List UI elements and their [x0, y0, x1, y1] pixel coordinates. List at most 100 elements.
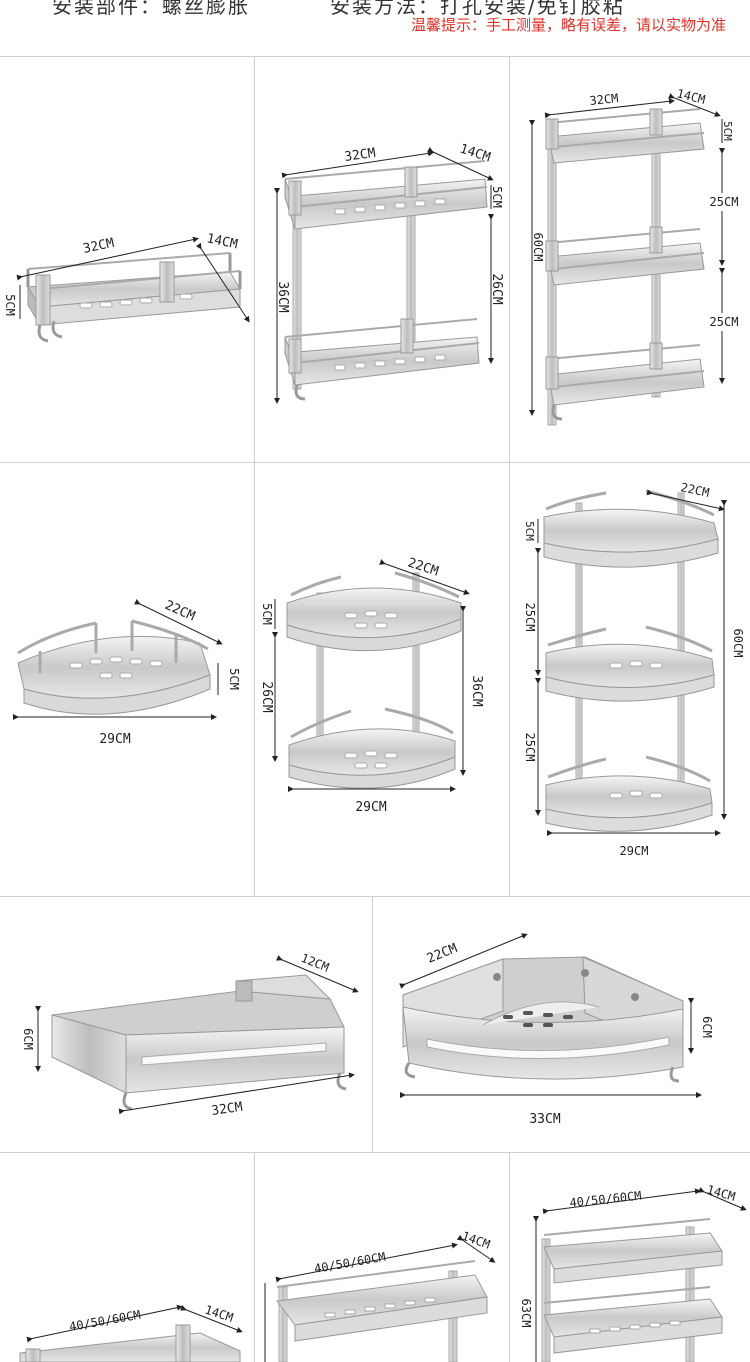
- width-dim-line: [281, 150, 434, 179]
- two-tier-rect-shelf-image: 32CM 14CM 36CM 5CM 26CM: [274, 142, 504, 404]
- depth-label: 14CM: [705, 1182, 737, 1203]
- gap-label: 26CM: [259, 681, 274, 712]
- gap1-label: 25CM: [710, 195, 739, 209]
- rail-label: 5CM: [721, 121, 734, 141]
- height-label: 6CM: [21, 1028, 35, 1050]
- depth-label: 14CM: [205, 231, 239, 252]
- shelf-tier: [545, 226, 705, 286]
- depth-dim-line: [698, 1187, 747, 1211]
- product-long-single-shelf: 40/50/60CM 14CM: [0, 1153, 254, 1362]
- header: 安装部件：螺丝膨胀 安装方法：打孔安装/免钉胶粘 温馨提示：手工测量，略有误差，…: [0, 0, 750, 56]
- width-label: 29CM: [355, 800, 386, 815]
- depth-label: 14CM: [203, 1303, 235, 1325]
- grid-line: [0, 896, 750, 897]
- shelf-tier: [545, 108, 705, 164]
- depth-dim-line: [195, 242, 250, 323]
- two-tier-corner-shelf-image: 22CM 5CM 26CM 36CM 29CM: [259, 556, 484, 815]
- product-solid-rect-shelf: 6CM 12CM 32CM: [0, 897, 372, 1152]
- install-parts-text: 安装部件：螺丝膨胀: [52, 0, 250, 18]
- depth-label: 12CM: [299, 951, 331, 975]
- grid-line: [372, 896, 373, 1152]
- shelf-tier: [543, 489, 719, 568]
- width-label: 32CM: [343, 146, 376, 165]
- depth-dim-line: [668, 93, 721, 117]
- width-label: 40/50/60CM: [569, 1189, 642, 1210]
- gap1-label: 25CM: [523, 603, 537, 632]
- single-corner-shelf-image: 22CM 5CM 29CM: [13, 598, 241, 747]
- width-label: 40/50/60CM: [313, 1250, 387, 1276]
- rail-label: 5CM: [260, 603, 274, 625]
- side-dim-line: [646, 489, 725, 512]
- height-label: 60CM: [531, 233, 545, 262]
- rail-label: 5CM: [523, 521, 536, 541]
- label-bg: [700, 313, 748, 331]
- side-label: 22CM: [406, 556, 441, 580]
- grid-line: [0, 1152, 750, 1153]
- rail-label: 5CM: [490, 186, 504, 208]
- product-single-corner-shelf: 22CM 5CM 29CM: [0, 463, 254, 896]
- grid-line: [509, 56, 510, 896]
- height-label: 60CM: [731, 629, 745, 658]
- width-label: 32CM: [589, 91, 619, 108]
- width-dim-line: [275, 1242, 458, 1283]
- shelf-tier: [545, 342, 705, 421]
- depth-dim-line: [456, 1234, 496, 1263]
- width-label: 29CM: [620, 844, 649, 858]
- product-solid-corner-shelf: 22CM 6CM 33CM: [373, 897, 750, 1152]
- product-two-tier-rect-shelf: 32CM 14CM 36CM 5CM 26CM: [255, 57, 509, 462]
- depth-dim-line: [276, 955, 359, 993]
- long-three-tier-shelf-image: 63CM 40/50/60CM 14CM: [519, 1182, 747, 1362]
- product-two-tier-corner-shelf: 22CM 5CM 26CM 36CM 29CM: [255, 463, 509, 896]
- height-label: 63CM: [519, 1299, 533, 1328]
- solid-rect-shelf-image: 6CM 12CM 32CM: [21, 951, 359, 1119]
- shelf-tier: [288, 707, 456, 789]
- height-label: 36CM: [469, 675, 484, 706]
- product-single-rect-shelf: 32CM 14CM 5CM: [0, 57, 254, 462]
- side-dim-line: [379, 559, 470, 595]
- shelf-body: [402, 956, 684, 1083]
- width-dim-line: [26, 1304, 183, 1343]
- shelf-tier: [26, 252, 242, 343]
- shelf-tier: [543, 1286, 723, 1354]
- depth-label: 14CM: [675, 86, 706, 107]
- width-dim-line: [118, 1072, 355, 1115]
- width-label: 29CM: [99, 732, 130, 747]
- depth-dim-line: [427, 147, 494, 181]
- shelf-tier: [545, 755, 713, 832]
- long-two-tier-shelf-image: 40/50/60CM 14CM: [264, 1229, 496, 1362]
- grid-line: [0, 56, 750, 57]
- side-dim-line: [399, 933, 528, 989]
- depth-label: 14CM: [460, 1229, 492, 1252]
- rail-label: 5CM: [3, 294, 17, 316]
- label-bg: [700, 193, 748, 211]
- side-dim-line: [133, 598, 223, 645]
- width-label: 40/50/60CM: [68, 1308, 142, 1334]
- shelf-tier: [17, 619, 211, 715]
- shelf-tier: [284, 318, 480, 401]
- product-three-tier-rect-shelf: 32CM 14CM 60CM 5CM 25CM 25CM: [510, 57, 750, 462]
- height-label: 6CM: [700, 1016, 714, 1038]
- shelf-tier: [284, 160, 488, 230]
- depth-dim-line: [180, 1305, 243, 1333]
- product-long-three-tier-shelf: 63CM 40/50/60CM 14CM: [510, 1153, 750, 1362]
- product-long-two-tier-shelf: 40/50/60CM 14CM: [255, 1153, 509, 1362]
- width-dim-line: [542, 1188, 701, 1215]
- install-method-text: 安装方法：打孔安装/免钉胶粘: [330, 0, 625, 18]
- three-tier-corner-shelf-image: 22CM 5CM 25CM 25CM 60CM 29CM: [523, 480, 745, 858]
- three-tier-rect-shelf-image: 32CM 14CM 60CM 5CM 25CM 25CM: [529, 86, 748, 426]
- grid-line: [0, 462, 750, 463]
- shelf-tier: [543, 1218, 723, 1284]
- width-dim-line: [544, 98, 675, 119]
- solid-corner-shelf-image: 22CM 6CM 33CM: [399, 933, 714, 1127]
- width-dim-line: [16, 236, 199, 281]
- side-label: 22CM: [162, 598, 197, 625]
- side-label: 22CM: [679, 480, 710, 500]
- width-label: 32CM: [82, 236, 116, 257]
- long-single-shelf-image: 40/50/60CM 14CM: [19, 1303, 243, 1362]
- grid-line: [509, 1152, 510, 1362]
- width-label: 33CM: [529, 1112, 560, 1127]
- grid-line: [254, 56, 255, 896]
- shelf-tier: [286, 571, 462, 652]
- shelf-tier: [545, 625, 715, 702]
- shelf-tier: [19, 1324, 241, 1362]
